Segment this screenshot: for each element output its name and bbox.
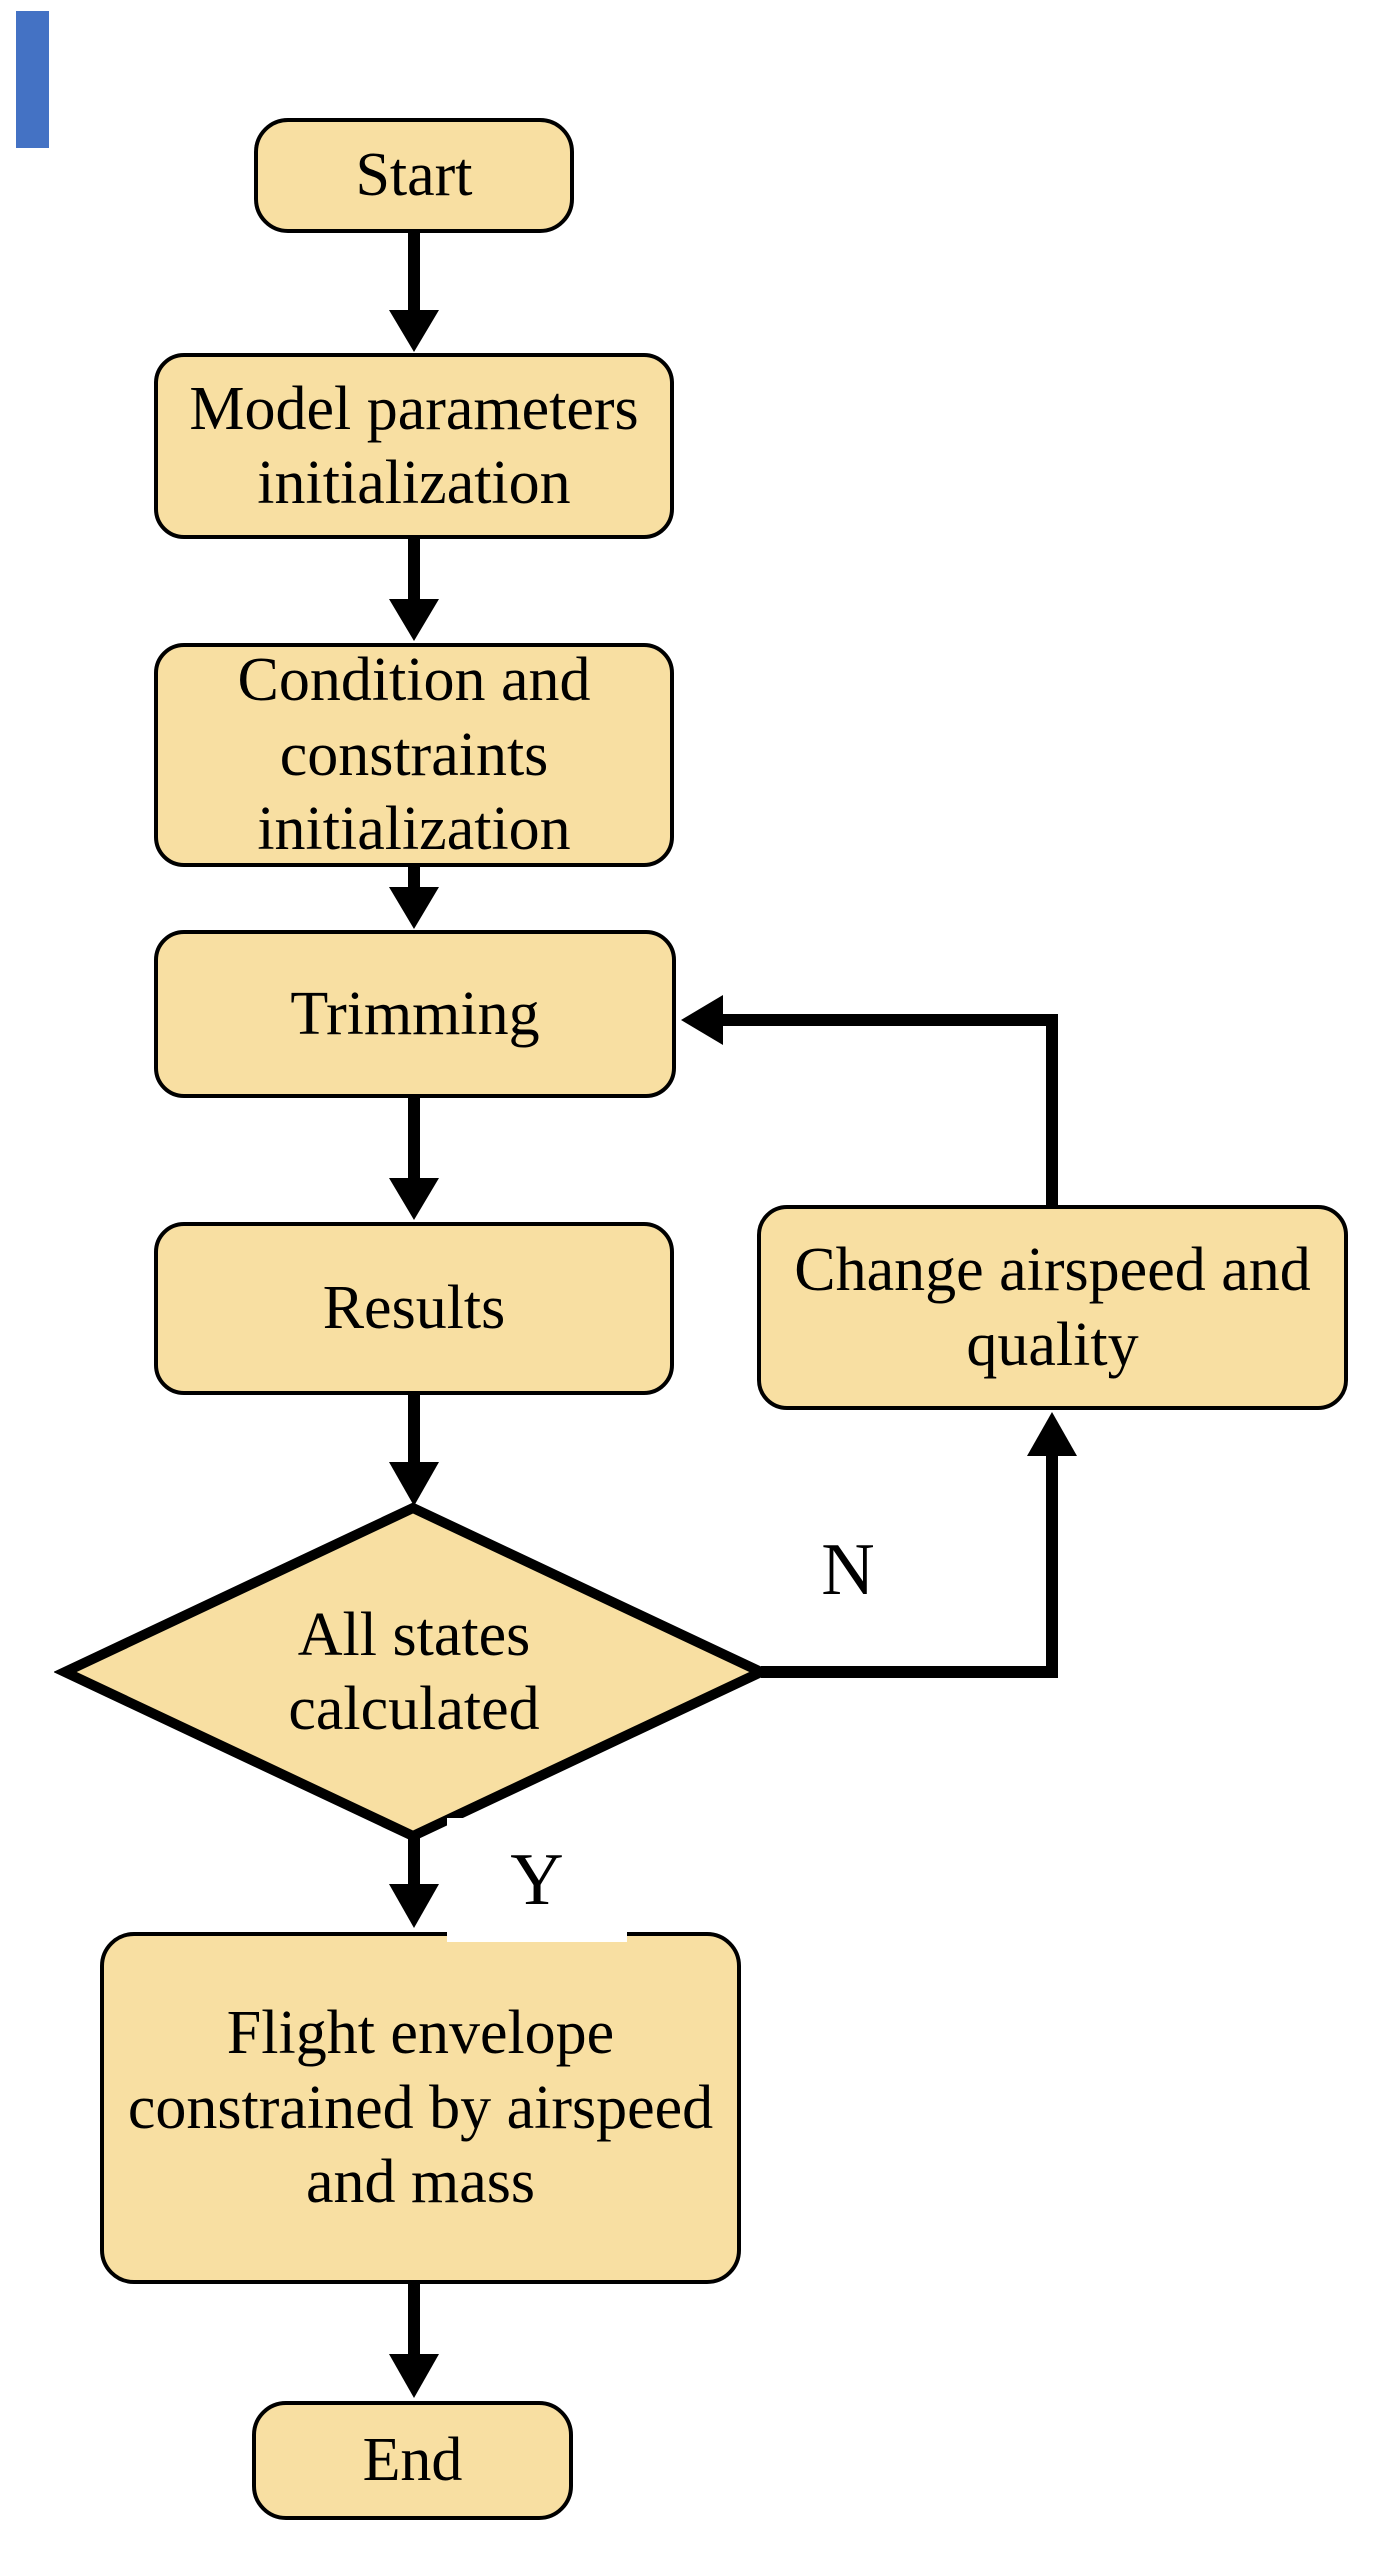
- node-start: Start: [254, 118, 574, 233]
- branch-label-no: N: [821, 1529, 875, 1611]
- node-flight-envelope: Flight envelope constrained by airspeed …: [100, 1932, 741, 2284]
- arrow-flight-to-end: [389, 2284, 439, 2398]
- branch-label-yes-box: Y: [447, 1818, 627, 1942]
- arrow-change-to-trimming: [681, 995, 1058, 1205]
- corner-artifact: [16, 11, 49, 148]
- node-model-parameters: Model parameters initialization: [154, 353, 674, 539]
- node-trimming: Trimming: [154, 930, 676, 1098]
- node-condition-constraints: Condition and constraints initialization: [154, 643, 674, 867]
- arrow-model-to-condition: [389, 539, 439, 641]
- arrow-decision-yes-to-flight: [389, 1836, 439, 1928]
- arrow-start-to-model: [389, 233, 439, 352]
- node-results: Results: [154, 1222, 674, 1395]
- arrow-results-to-decision: [389, 1395, 439, 1506]
- node-end: End: [252, 2401, 573, 2520]
- node-change-airspeed: Change airspeed and quality: [757, 1205, 1348, 1410]
- arrow-trimming-to-results: [389, 1098, 439, 1220]
- arrow-condition-to-trimming: [389, 867, 439, 929]
- decision-label: All states calculated: [288, 1600, 540, 1743]
- branch-label-yes: Y: [510, 1838, 564, 1921]
